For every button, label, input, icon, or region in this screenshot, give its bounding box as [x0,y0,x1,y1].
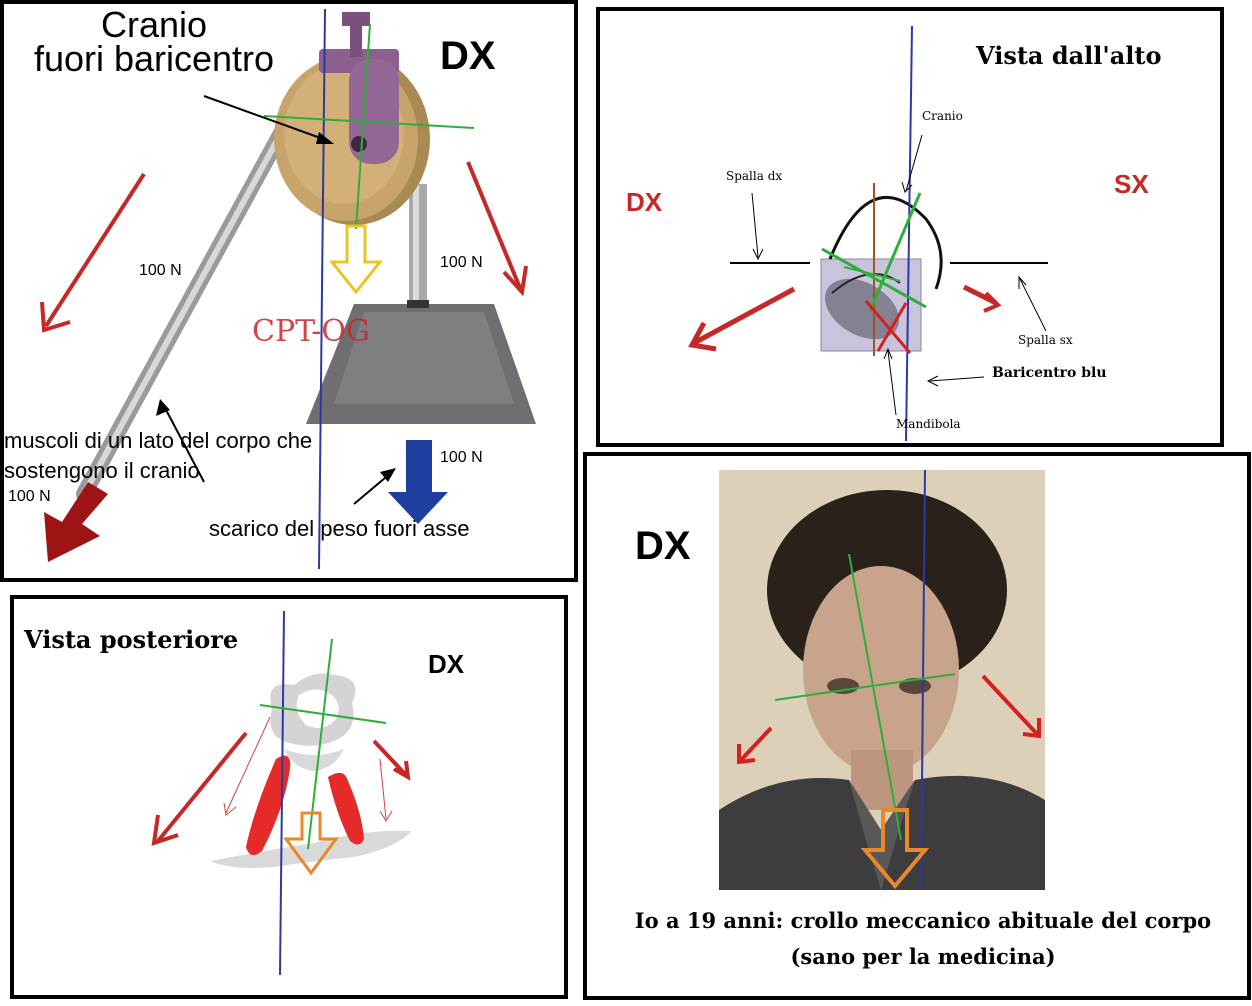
vertebra-base [210,830,412,869]
axis-green-horizontal [263,115,475,129]
orange-down-arrow [860,808,930,890]
axis-blue [920,470,926,890]
force-label-1: 100 N [139,262,182,279]
face [803,566,959,774]
muscle-right [328,772,364,845]
label-mandibola: Mandibola [896,417,961,431]
watermark: CPT-OG [252,314,370,349]
yellow-down-arrow [328,224,384,295]
label-spalla-sx: Spalla sx [1018,333,1073,347]
portrait-photo [719,470,1045,890]
muscles-label: muscoli di un lato del corpo che sosteng… [4,428,313,483]
red-arrow-left [692,286,796,346]
panel3-title: Vista posteriore [24,625,239,654]
cranio-arc [828,195,943,290]
force-label-2: 100 N [440,254,483,271]
discharge-label: scarico del peso fuori asse [209,516,470,541]
panel3-side: DX [428,649,465,679]
axis-blue [279,610,285,976]
axis-green-vertical [355,23,371,230]
panel4-side: DX [635,524,691,568]
panel-photo: DX Io a 19 anni: crollo [583,452,1251,1000]
red-arrow-left [44,172,146,328]
force-label-4: 100 N [8,488,51,505]
orange-down-arrow [283,811,339,876]
blue-force-arrow [388,440,448,524]
panel2-title: Vista dall'alto [976,41,1162,70]
panel-top-view: Vista dall'alto DX SX Cranio Spalla dx S… [596,7,1224,447]
red-arrow-right [466,161,522,289]
force-label-3: 100 N [440,449,483,466]
panel-posterior-view: Vista posteriore DX [10,595,568,999]
panel1-side-label: DX [440,34,496,78]
caption-line-2: (sano per la medicina) [790,944,1056,969]
panel1-title: Cranio fuori baricentro [33,4,275,79]
red-arrow-right [372,739,408,777]
panel2-left-side: DX [626,187,663,217]
axis-blue [905,25,913,442]
panel-pulley-diagram: Cranio fuori baricentro DX 100 N 100 N 1… [0,0,578,582]
portrait-drawing [719,470,1045,890]
top-view-drawing [688,25,1048,442]
pulley-drawing [40,8,536,570]
label-spalla-dx: Spalla dx [726,169,783,183]
red-force-arrow [44,482,108,562]
red-arrow-left [156,731,248,843]
caption-line-1: Io a 19 anni: crollo meccanico abituale … [634,908,1212,933]
posterior-drawing [151,610,412,976]
label-baricentro: Baricentro blu [992,365,1107,381]
panel2-right-side: SX [1114,169,1149,199]
muscle-left [246,755,291,856]
label-cranio: Cranio [922,109,963,123]
axis-vertical [318,8,326,570]
